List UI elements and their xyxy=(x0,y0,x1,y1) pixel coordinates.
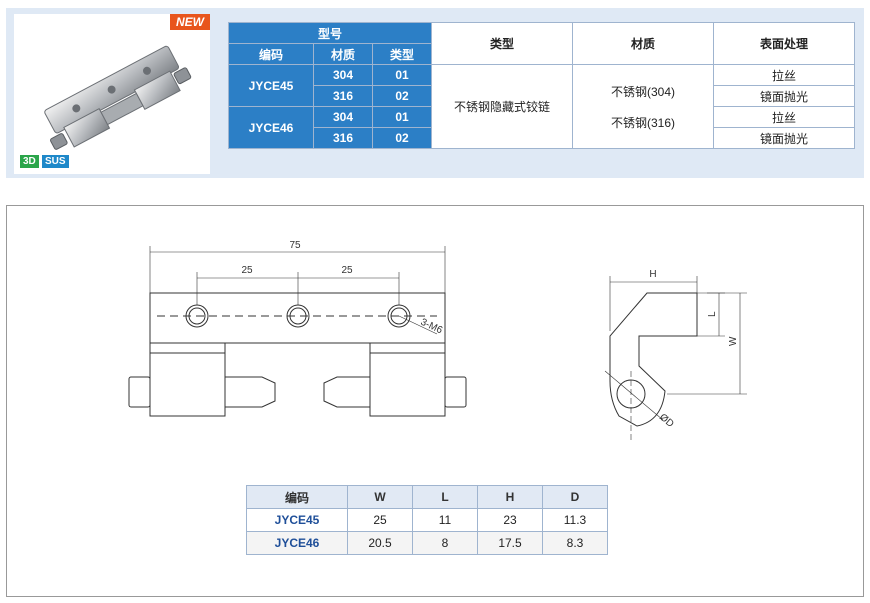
dims-header: W xyxy=(347,485,413,509)
header-material: 材质 xyxy=(572,22,714,65)
model-material: 316 xyxy=(313,127,373,149)
table-row: JYCE45 25 11 23 11.3 xyxy=(246,508,608,532)
dims-cell: 25 xyxy=(347,508,413,532)
pin-left xyxy=(224,376,276,408)
dims-cell: 11 xyxy=(412,508,478,532)
model-type: 01 xyxy=(372,64,432,86)
dims-cell: 23 xyxy=(477,508,543,532)
dims-header: 编码 xyxy=(246,485,348,509)
dim-pitch-1: 25 xyxy=(241,265,253,276)
surface-cell: 拉丝 xyxy=(713,64,855,86)
dim-w: W xyxy=(728,336,739,346)
tag-3d: 3D xyxy=(20,155,39,168)
surface-cell: 镜面抛光 xyxy=(713,85,855,107)
dims-cell: 8 xyxy=(412,531,478,555)
spec-table: 型号 类型 材质 表面处理 编码 材质 类型 JYCE45 304 01 不锈钢… xyxy=(228,22,855,149)
dims-cell: 20.5 xyxy=(347,531,413,555)
tag-sus: SUS xyxy=(42,155,69,168)
dims-cell: 11.3 xyxy=(542,508,608,532)
product-spec-panel: NEW 3D SUS xyxy=(6,8,864,178)
model-type: 01 xyxy=(372,106,432,128)
product-image: NEW 3D SUS xyxy=(14,14,210,174)
dimensions-table: 编码 W L H D JYCE45 25 11 23 11.3 JYCE46 2… xyxy=(246,485,608,555)
dims-cell-code: JYCE46 xyxy=(246,531,348,555)
dim-total: 75 xyxy=(289,240,301,251)
header-code: 编码 xyxy=(228,43,314,65)
dim-d: ØD xyxy=(657,412,676,430)
model-code: JYCE46 xyxy=(228,106,314,149)
dim-l: L xyxy=(707,311,718,317)
model-material: 316 xyxy=(313,85,373,107)
material-description: 不锈钢(304) 不锈钢(316) xyxy=(572,64,714,149)
model-material: 304 xyxy=(313,64,373,86)
hinge-front-body xyxy=(149,292,446,344)
model-type: 02 xyxy=(372,85,432,107)
model-code: JYCE45 xyxy=(228,64,314,107)
header-surface: 表面处理 xyxy=(713,22,855,65)
surface-cell: 拉丝 xyxy=(713,106,855,128)
hinge-photo-illustration xyxy=(44,45,192,150)
dim-pitch-2: 25 xyxy=(341,265,353,276)
surface-cell: 镜面抛光 xyxy=(713,127,855,149)
model-material: 304 xyxy=(313,106,373,128)
hinge-side-view xyxy=(609,292,698,427)
technical-drawing: 75 25 25 3-M6 H L W ØD xyxy=(128,240,747,441)
dims-header: D xyxy=(542,485,608,509)
hole-callout: 3-M6 xyxy=(419,317,445,337)
header-model: 型号 xyxy=(228,22,432,44)
hinge-front-leaf-left xyxy=(149,342,226,417)
dims-cell: 17.5 xyxy=(477,531,543,555)
dims-header: H xyxy=(477,485,543,509)
table-row: JYCE46 20.5 8 17.5 8.3 xyxy=(246,531,608,555)
dims-cell: 8.3 xyxy=(542,531,608,555)
knob-left xyxy=(128,376,151,408)
dims-header: L xyxy=(412,485,478,509)
new-badge: NEW xyxy=(170,14,210,30)
knob-right xyxy=(444,376,467,408)
material-304: 不锈钢(304) xyxy=(610,84,675,99)
material-316: 不锈钢(316) xyxy=(610,115,675,130)
type-description: 不锈钢隐藏式铰链 xyxy=(431,64,573,149)
model-type: 02 xyxy=(372,127,432,149)
header-sub-type: 类型 xyxy=(372,43,432,65)
pin-right xyxy=(323,376,371,408)
header-type: 类型 xyxy=(431,22,573,65)
hinge-front-leaf-right xyxy=(369,342,446,417)
header-sub-material: 材质 xyxy=(313,43,373,65)
dim-h: H xyxy=(649,269,656,280)
dims-cell-code: JYCE45 xyxy=(246,508,348,532)
